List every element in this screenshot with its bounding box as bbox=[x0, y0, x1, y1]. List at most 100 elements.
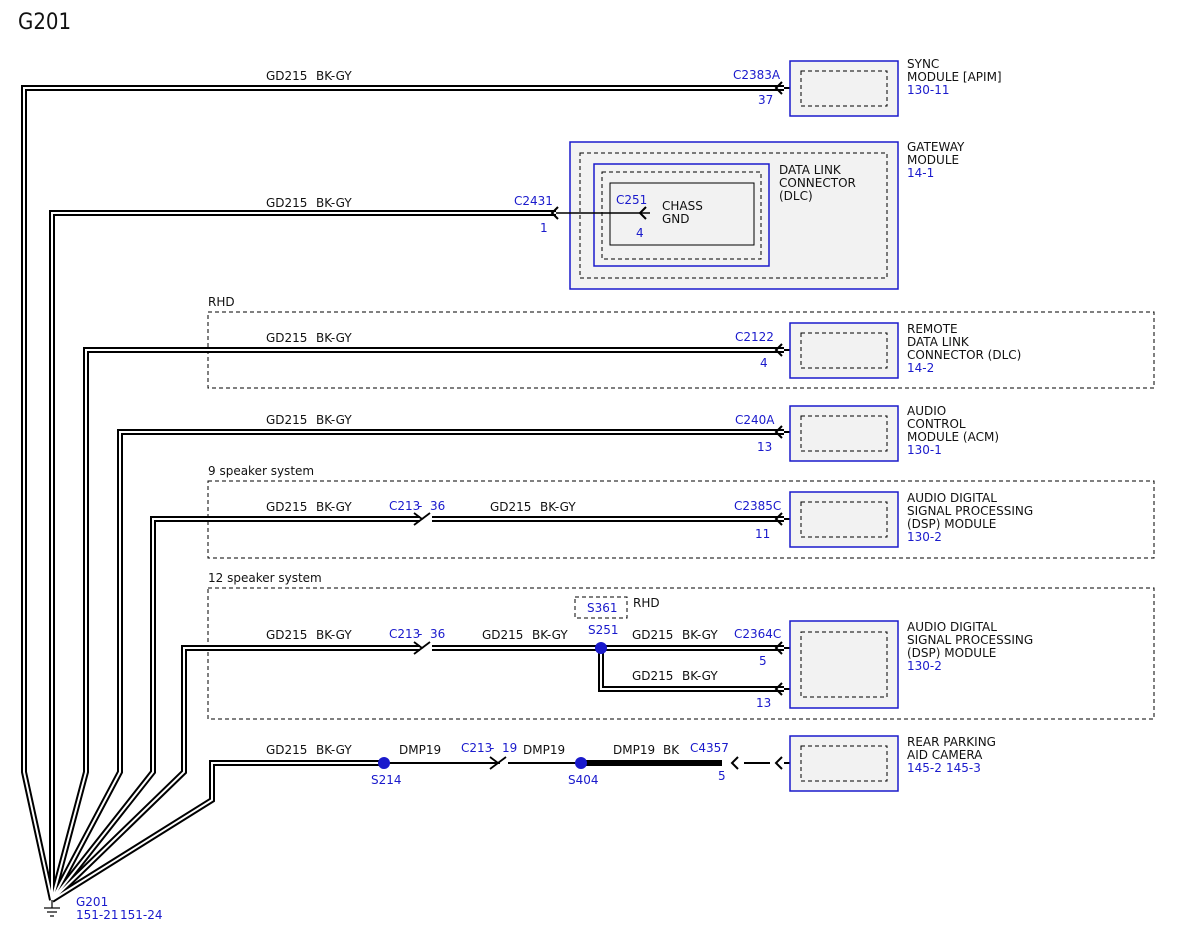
inline-connector-id: C213 bbox=[461, 741, 492, 755]
module-name-line1: SYNC bbox=[907, 57, 939, 71]
seg4-color: BK bbox=[663, 743, 680, 757]
inner-connector-id: C251 bbox=[616, 193, 647, 207]
ground-name: G201 bbox=[76, 895, 108, 909]
seg2-circuit: DMP19 bbox=[399, 743, 441, 757]
inline-separator: - bbox=[418, 499, 422, 513]
module-name-line1: REMOTE bbox=[907, 322, 958, 336]
acm-module-box[interactable] bbox=[789, 405, 899, 462]
module-ref-2: 145-3 bbox=[946, 761, 981, 775]
sync-module-box[interactable] bbox=[789, 60, 899, 117]
module-name-line2: MODULE [APIM] bbox=[907, 70, 1002, 84]
ground-harness bbox=[21, 85, 784, 903]
module-name-line2: SIGNAL PROCESSING bbox=[907, 633, 1033, 647]
module-ref: 130-2 bbox=[907, 530, 942, 544]
connector-id: C2364C bbox=[734, 627, 781, 641]
module-ref: 14-1 bbox=[907, 166, 934, 180]
ground-symbol bbox=[44, 900, 60, 917]
module-name-line2: SIGNAL PROCESSING bbox=[907, 504, 1033, 518]
branch-b-pin: 13 bbox=[756, 696, 771, 710]
rear-camera-inner bbox=[800, 745, 888, 782]
inner-module-line3: (DLC) bbox=[779, 189, 813, 203]
branch-a-pin: 5 bbox=[759, 654, 767, 668]
page-title: G201 bbox=[18, 10, 71, 35]
ground-ref-1: 151-21 bbox=[76, 908, 119, 922]
module-ref: 130-1 bbox=[907, 443, 942, 457]
acm-module-inner bbox=[800, 415, 888, 452]
splice2-id: S404 bbox=[568, 773, 599, 787]
wire-circuit: GD215 bbox=[266, 743, 307, 757]
sync-module-inner bbox=[800, 70, 888, 107]
inline-separator: - bbox=[418, 627, 422, 641]
nine-speaker-section-label: 9 speaker system bbox=[208, 464, 314, 478]
alt-splice-note: RHD bbox=[633, 596, 660, 610]
splice-dot-2[interactable] bbox=[575, 757, 587, 769]
module-name-line2: MODULE bbox=[907, 153, 959, 167]
splice-id: S251 bbox=[588, 623, 619, 637]
module-name-line3: (DSP) MODULE bbox=[907, 517, 996, 531]
pin-number: 5 bbox=[718, 769, 726, 783]
dsp-9spk-inner bbox=[800, 501, 888, 538]
twelve-speaker-frame bbox=[207, 587, 1155, 720]
chass-gnd-box bbox=[609, 182, 755, 246]
inner-pin-number: 4 bbox=[636, 226, 644, 240]
wire-color: BK-GY bbox=[316, 628, 352, 642]
row-acm: GD215 BK-GY C240A 13 AUDIO CONTROL MODUL… bbox=[266, 404, 999, 462]
inner-module-line2: CONNECTOR bbox=[779, 176, 856, 190]
alt-splice-box bbox=[574, 596, 628, 619]
inline-pin: 19 bbox=[502, 741, 517, 755]
module-name-line1: REAR PARKING bbox=[907, 735, 996, 749]
wire-circuit: GD215 bbox=[266, 413, 307, 427]
connector-id: C4357 bbox=[690, 741, 729, 755]
wire-color: BK-GY bbox=[316, 500, 352, 514]
module-name-line3: (DSP) MODULE bbox=[907, 646, 996, 660]
inline-connector-id: C213 bbox=[389, 627, 420, 641]
connector-id: C2431 bbox=[514, 194, 553, 208]
module-name-line3: MODULE (ACM) bbox=[907, 430, 999, 444]
rhd-section-label: RHD bbox=[208, 295, 235, 309]
seg4-circuit: DMP19 bbox=[613, 743, 655, 757]
connector-arrow-icon bbox=[775, 756, 783, 770]
inline-separator: - bbox=[490, 741, 494, 755]
splice-dot-1[interactable] bbox=[378, 757, 390, 769]
rear-camera-box[interactable] bbox=[789, 735, 899, 792]
pin-number: 1 bbox=[540, 221, 548, 235]
wire2-circuit: GD215 bbox=[490, 500, 531, 514]
wire-circuit: GD215 bbox=[266, 69, 307, 83]
branch-a-color: BK-GY bbox=[682, 628, 718, 642]
wire-circuit: GD215 bbox=[266, 500, 307, 514]
splice1-id: S214 bbox=[371, 773, 402, 787]
row-gateway: GD215 BK-GY C2431 1 C251 4 CHASS GND DAT… bbox=[266, 140, 965, 290]
branch-a-circuit: GD215 bbox=[632, 628, 673, 642]
remote-dlc-box[interactable] bbox=[789, 322, 899, 379]
module-ref-1: 145-2 bbox=[907, 761, 942, 775]
module-name-line1: AUDIO bbox=[907, 404, 946, 418]
connector-id: C2383A bbox=[733, 68, 781, 82]
dlc-inner-dashed bbox=[601, 171, 762, 260]
pin-number: 37 bbox=[758, 93, 773, 107]
row-remote-dlc: GD215 BK-GY C2122 4 REMOTE DATA LINK CON… bbox=[266, 322, 1021, 379]
alt-splice-id: S361 bbox=[587, 601, 618, 615]
dsp-9spk-box[interactable] bbox=[789, 491, 899, 548]
seg3-circuit: DMP19 bbox=[523, 743, 565, 757]
wire-color: BK-GY bbox=[316, 196, 352, 210]
splice-dot[interactable] bbox=[595, 642, 607, 654]
module-name-line2: AID CAMERA bbox=[907, 748, 983, 762]
inner-module-line1: DATA LINK bbox=[779, 163, 842, 177]
row-rear-camera: GD215 BK-GY S214 DMP19 C213 - 19 DMP19 S… bbox=[266, 735, 996, 792]
row-sync: GD215 BK-GY C2383A 37 SYNC MODULE [APIM]… bbox=[266, 57, 1002, 117]
camera-connector-arrow-icon bbox=[731, 756, 739, 770]
module-name-line2: CONTROL bbox=[907, 417, 966, 431]
wire2-circuit: GD215 bbox=[482, 628, 523, 642]
connector-id: C240A bbox=[735, 413, 775, 427]
dsp-12spk-box[interactable] bbox=[789, 620, 899, 709]
wire-circuit: GD215 bbox=[266, 331, 307, 345]
wire-color: BK-GY bbox=[316, 69, 352, 83]
module-ref: 130-2 bbox=[907, 659, 942, 673]
wire-circuit: GD215 bbox=[266, 628, 307, 642]
remote-dlc-inner bbox=[800, 332, 888, 369]
wire-color: BK-GY bbox=[316, 331, 352, 345]
inline-pin: 36 bbox=[430, 627, 445, 641]
pin-number: 4 bbox=[760, 356, 768, 370]
nine-speaker-frame bbox=[207, 480, 1155, 559]
